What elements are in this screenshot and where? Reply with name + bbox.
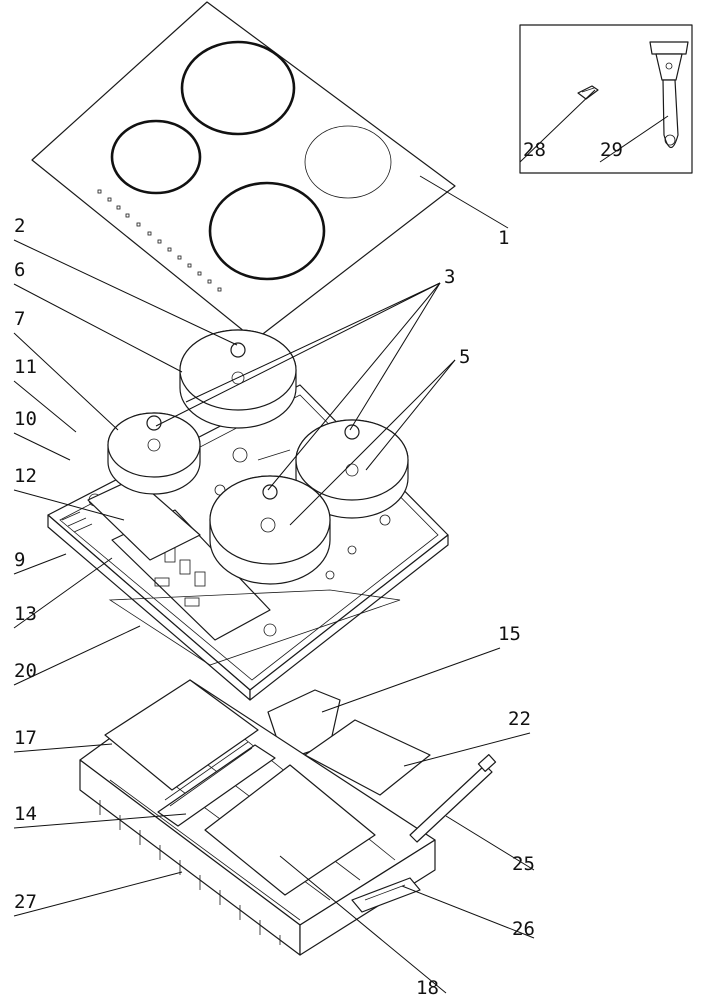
callout-28: 28	[523, 139, 546, 161]
leader-15	[321, 647, 501, 713]
leader-17	[13, 743, 113, 753]
cooking-zone-front	[208, 181, 326, 281]
callout-9: 9	[14, 549, 25, 571]
heatsink-module	[157, 741, 276, 827]
heating-element-front	[209, 475, 331, 585]
leader-1	[419, 175, 509, 229]
callout-12: 12	[14, 465, 37, 487]
callout-13: 13	[14, 603, 37, 625]
callout-3: 3	[444, 266, 455, 288]
leader-3a	[155, 282, 441, 427]
leader-13	[13, 557, 113, 629]
callout-7: 7	[14, 308, 25, 330]
leader-5a	[365, 359, 456, 471]
scraper-part-29	[649, 41, 689, 149]
callout-18: 18	[416, 977, 439, 999]
callout-29: 29	[600, 139, 623, 161]
leader-6	[13, 283, 183, 373]
callout-15: 15	[498, 623, 521, 645]
power-board-center	[204, 764, 376, 896]
pcb-bracket	[87, 477, 201, 561]
leader-26	[401, 885, 535, 939]
heating-element-left	[107, 412, 201, 495]
cooking-zone-small	[110, 119, 202, 195]
clip-part-28	[577, 85, 599, 100]
leader-18	[279, 855, 447, 994]
leader-9	[13, 553, 67, 575]
insulation-sheet	[108, 589, 401, 666]
callout-14: 14	[14, 803, 37, 825]
callout-10: 10	[14, 408, 37, 430]
leader-28	[519, 89, 596, 163]
leader-29	[599, 115, 669, 163]
leader-3b	[185, 282, 441, 403]
power-board-right	[304, 719, 431, 796]
inset-accessories	[519, 24, 693, 174]
leader-27	[13, 871, 183, 917]
cooking-zone-right	[304, 125, 392, 199]
callout-25: 25	[512, 853, 535, 875]
callout-22: 22	[508, 708, 531, 730]
leader-3d	[267, 282, 441, 491]
glass-ceramic-top	[31, 1, 456, 341]
callout-17: 17	[14, 727, 37, 749]
callout-6: 6	[14, 259, 25, 281]
leader-11	[13, 380, 77, 433]
callout-26: 26	[512, 918, 535, 940]
callout-labels: 1 2 3 5 6 7 9 10 11 12 13 14 15 17 18 20…	[14, 139, 623, 999]
power-cable	[409, 754, 497, 843]
leader-22	[403, 732, 531, 767]
leader-5b	[289, 359, 456, 526]
heating-element-rear	[179, 329, 297, 429]
leader-25	[445, 815, 535, 871]
leader-12	[13, 489, 125, 521]
leader-2	[13, 239, 238, 346]
callout-2: 2	[14, 215, 25, 237]
leader-3c	[349, 282, 441, 431]
callout-20: 20	[14, 660, 37, 682]
callout-1: 1	[498, 227, 509, 249]
cooking-zone-large	[180, 40, 296, 136]
heating-element-right	[295, 419, 409, 519]
leader-lines	[13, 89, 669, 994]
leader-7	[13, 332, 119, 431]
callout-5: 5	[459, 346, 470, 368]
leader-20	[13, 625, 141, 686]
power-board-left	[104, 679, 259, 791]
callout-27: 27	[14, 891, 37, 913]
touch-control-marks	[97, 189, 222, 292]
leader-14	[13, 813, 187, 829]
callout-11: 11	[14, 356, 37, 378]
leader-10	[13, 432, 71, 461]
